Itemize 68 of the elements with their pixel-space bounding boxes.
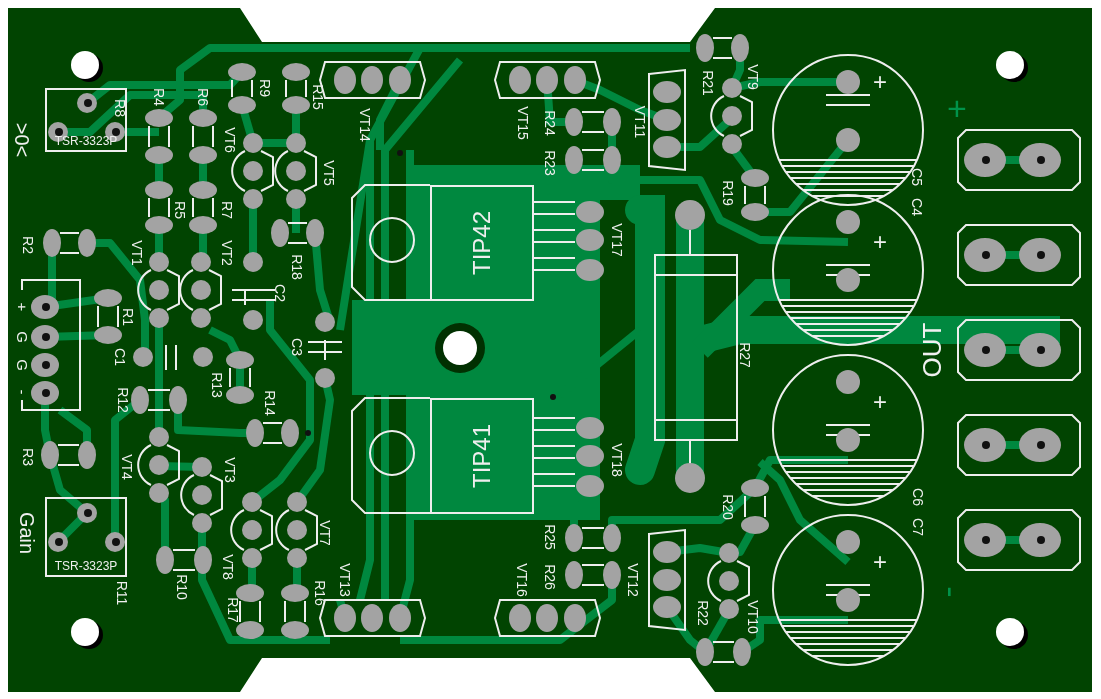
polarity-mark: +: [873, 550, 887, 574]
reference-designator: C4: [910, 198, 924, 216]
reference-designator: R21: [701, 70, 715, 96]
reference-designator: R8: [113, 99, 127, 117]
reference-designator: R7: [220, 201, 234, 219]
reference-designator: R25: [543, 524, 557, 550]
part-number: TSR-3323P: [54, 560, 118, 572]
reference-designator: VT3: [223, 457, 237, 483]
reference-designator: VT4: [120, 454, 134, 480]
reference-designator: C1: [113, 348, 127, 366]
reference-designator: R22: [696, 600, 710, 626]
part-number: TIP41: [470, 424, 494, 488]
polarity-mark: +: [947, 91, 967, 125]
reference-designator: R13: [210, 372, 224, 398]
reference-designator: C3: [290, 338, 304, 356]
part-number: TIP42: [470, 211, 494, 275]
reference-designator: R4: [152, 88, 166, 106]
reference-designator: R26: [543, 564, 557, 590]
reference-designator: VT11: [633, 105, 647, 139]
reference-designator: VT6: [223, 127, 237, 153]
reference-designator: R1: [121, 308, 135, 326]
reference-designator: VT2: [220, 240, 234, 266]
reference-designator: C2: [273, 284, 287, 302]
reference-designator: VT17: [610, 223, 624, 257]
reference-designator: R17: [226, 597, 240, 623]
reference-designator: R3: [21, 448, 35, 466]
reference-designator: R12: [116, 387, 130, 413]
part-number: TSR-3323P: [54, 135, 118, 147]
output-label: OUT: [919, 322, 945, 378]
reference-designator: R27: [738, 342, 752, 368]
polarity-mark: +: [873, 390, 887, 414]
reference-designator: VT15: [516, 106, 530, 140]
trimmer-label: >0<: [12, 122, 32, 158]
polarity-mark: +: [873, 70, 887, 94]
reference-designator: VT1: [130, 240, 144, 266]
reference-designator: VT5: [322, 160, 336, 186]
reference-designator: VT14: [358, 108, 372, 142]
reference-designator: VT12: [626, 563, 640, 597]
reference-designator: VT7: [318, 520, 332, 546]
reference-designator: VT8: [221, 554, 235, 580]
polarity-mark: -: [935, 586, 969, 598]
reference-designator: R5: [173, 201, 187, 219]
reference-designator: VT10: [746, 600, 760, 634]
reference-designator: R9: [258, 79, 272, 97]
reference-designator: VT18: [610, 443, 624, 477]
reference-designator: VT13: [338, 563, 352, 597]
pin-label: G: [14, 331, 30, 343]
reference-designator: VT16: [515, 563, 529, 597]
reference-designator: R14: [263, 390, 277, 416]
reference-designator: R18: [290, 254, 304, 280]
reference-designator: C7: [911, 518, 925, 536]
pin-label: +: [14, 302, 30, 312]
reference-designator: R10: [175, 574, 189, 600]
reference-designator: C6: [911, 488, 925, 506]
reference-designator: C5: [910, 168, 924, 186]
trimmer-label: Gain: [17, 511, 37, 555]
transistor-outline: [430, 185, 534, 301]
pin-label: G: [14, 359, 30, 371]
polarity-mark: +: [873, 230, 887, 254]
reference-designator: R20: [721, 494, 735, 520]
reference-designator: R23: [543, 150, 557, 176]
transistor-outline: [430, 398, 534, 514]
reference-designator: VT9: [746, 64, 760, 90]
pin-label: -: [14, 389, 30, 395]
reference-designator: R24: [543, 110, 557, 136]
reference-designator: R6: [196, 88, 210, 106]
reference-designator: R2: [21, 236, 35, 254]
reference-designator: R19: [721, 180, 735, 206]
